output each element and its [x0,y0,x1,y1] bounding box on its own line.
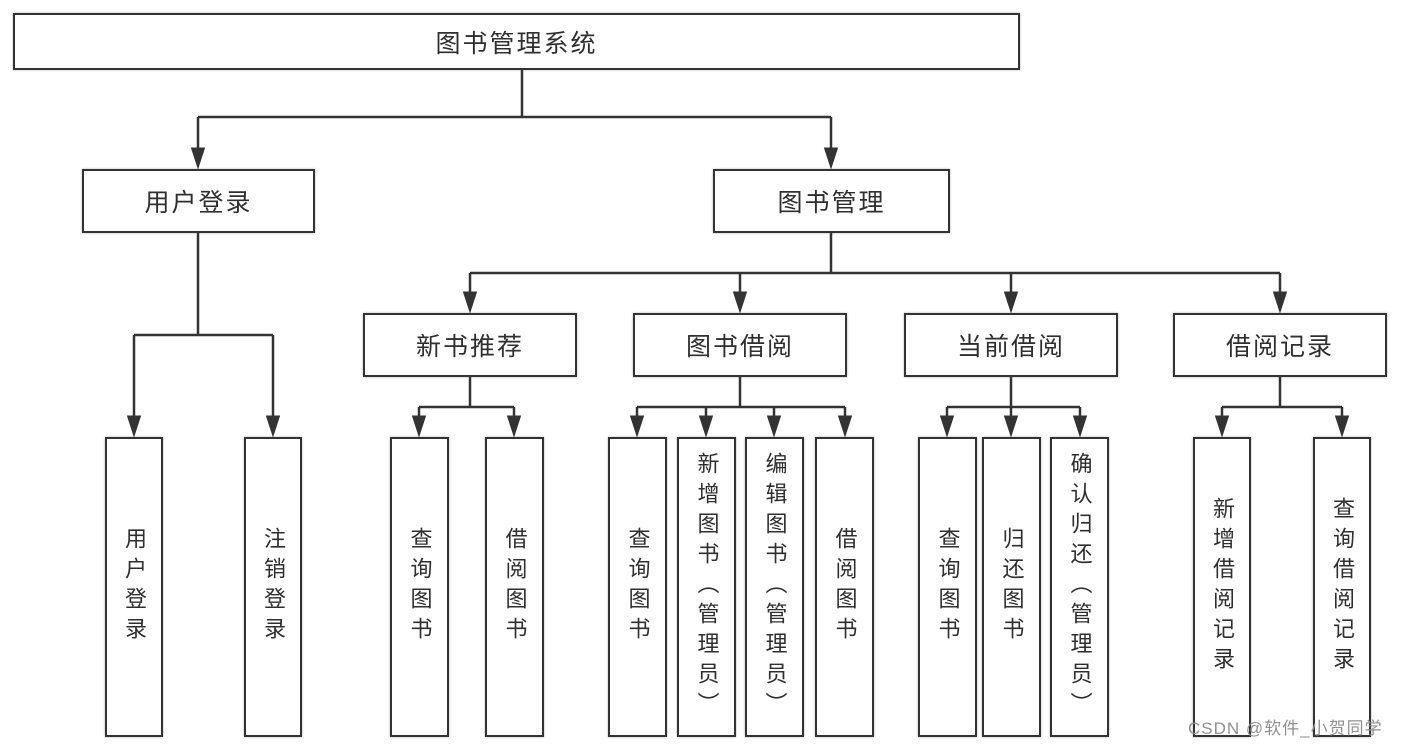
node-user-login-group-label: 用户登录 [144,189,253,217]
connector-current-borrow [939,377,1088,438]
node-library-system-label: 图书管理系统 [435,29,598,58]
node-new-book-recommend: 新书推荐 [363,313,577,377]
node-edit-book-admin: 编辑图书（管理员） [745,437,804,737]
connector-new-book-recommend [411,377,522,438]
connector-borrow-records [1214,377,1350,438]
node-user-login: 用户登录 [105,437,163,737]
node-library-system: 图书管理系统 [13,13,1020,70]
node-recommend-borrow-book: 借阅图书 [485,437,544,737]
node-current-query-book: 查询图书 [918,437,977,737]
node-confirm-return-admin-label: 确认归还（管理员） [1067,452,1093,722]
node-borrow-query-book-label: 查询图书 [625,527,651,647]
node-current-borrow: 当前借阅 [904,313,1118,377]
csdn-watermark: CSDN @软件_小贺同学 [1188,719,1383,738]
node-current-query-book-label: 查询图书 [935,527,961,647]
node-confirm-return-admin: 确认归还（管理员） [1050,437,1109,737]
node-book-management: 图书管理 [713,169,950,233]
connector-user-login-group [126,233,281,438]
node-recommend-query-book: 查询图书 [390,437,449,737]
node-book-management-label: 图书管理 [777,189,886,217]
connector-root-to-level2 [190,70,839,170]
node-add-book-admin-label: 新增图书（管理员） [694,452,720,722]
node-edit-book-admin-label: 编辑图书（管理员） [762,452,788,722]
node-user-login-group: 用户登录 [82,169,315,233]
node-logout: 注销登录 [244,437,302,737]
node-borrow-book-label: 借阅图书 [832,527,858,647]
node-query-borrow-record-label: 查询借阅记录 [1330,497,1355,677]
node-user-login-label: 用户登录 [122,527,147,647]
node-logout-label: 注销登录 [261,527,286,647]
node-recommend-query-book-label: 查询图书 [407,527,433,647]
node-recommend-borrow-book-label: 借阅图书 [502,527,528,647]
node-add-book-admin: 新增图书（管理员） [677,437,736,737]
connector-book-management [462,233,1288,314]
node-borrow-records: 借阅记录 [1173,313,1387,377]
node-add-borrow-record: 新增借阅记录 [1193,437,1251,737]
node-add-borrow-record-label: 新增借阅记录 [1210,497,1235,677]
node-borrow-query-book: 查询图书 [608,437,667,737]
node-current-borrow-label: 当前借阅 [956,333,1065,361]
connector-book-borrow [629,377,853,438]
node-return-book-label: 归还图书 [999,527,1025,647]
node-book-borrow: 图书借阅 [633,313,847,377]
node-return-book: 归还图书 [982,437,1041,737]
node-book-borrow-label: 图书借阅 [685,333,794,361]
node-new-book-recommend-label: 新书推荐 [415,333,524,361]
node-borrow-book: 借阅图书 [815,437,874,737]
node-borrow-records-label: 借阅记录 [1225,333,1334,361]
node-query-borrow-record: 查询借阅记录 [1313,437,1371,737]
